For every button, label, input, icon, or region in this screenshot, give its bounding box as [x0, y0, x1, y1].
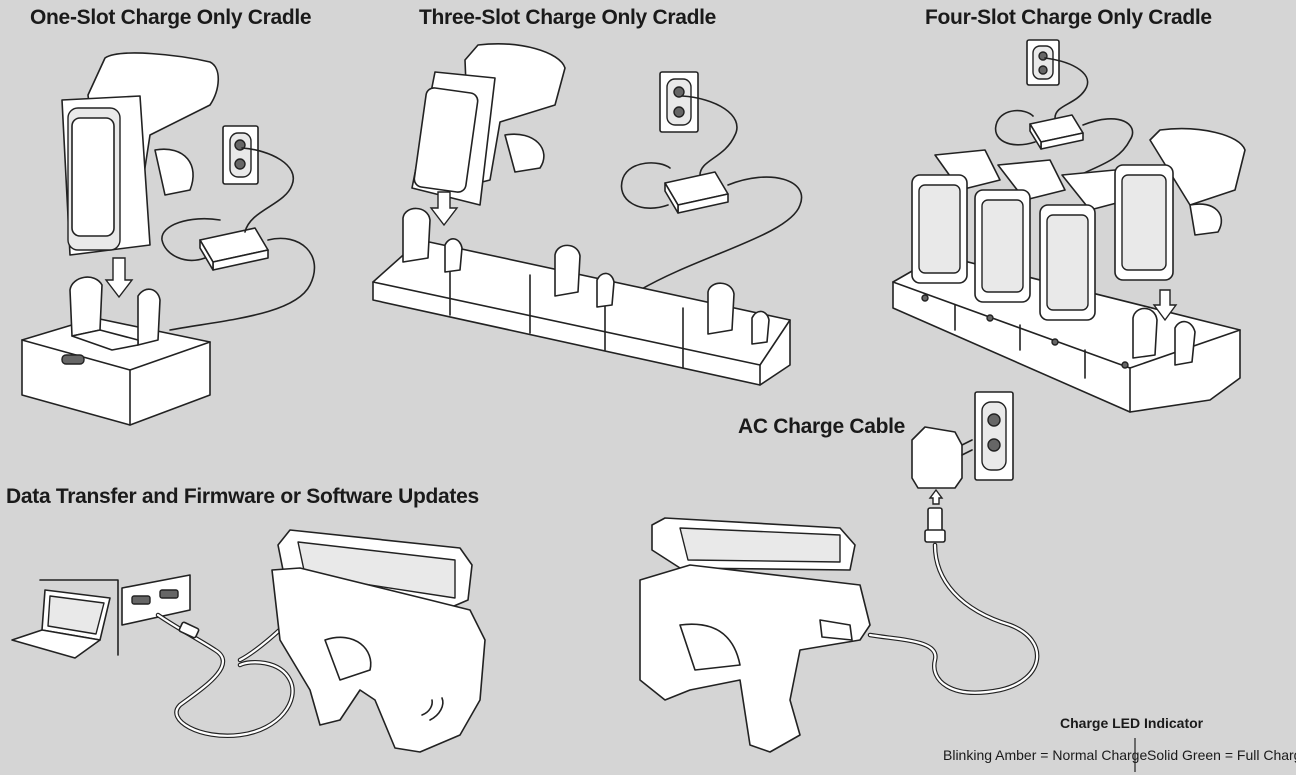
laptop-icon [11, 589, 111, 659]
title-one-slot-cradle: One-Slot Charge Only Cradle [30, 6, 312, 29]
title-data-transfer: Data Transfer and Firmware or Software U… [6, 485, 479, 508]
down-arrow-icon [1152, 289, 1178, 322]
three-slot-cradle-illustration [372, 43, 803, 386]
up-arrow-icon [928, 488, 944, 505]
one-slot-scanner [61, 52, 220, 256]
wall-outlet-icon [222, 125, 259, 185]
power-adapter-icon [911, 426, 973, 489]
charge-led-title: Charge LED Indicator [1060, 715, 1204, 731]
four-slot-cradle-illustration [892, 39, 1246, 413]
wall-outlet-icon [659, 71, 699, 133]
title-ac-charge-cable: AC Charge Cable [738, 415, 906, 438]
data-transfer-sled [271, 529, 486, 753]
one-slot-base [21, 276, 211, 426]
ac-cable-sled [639, 517, 871, 753]
data-transfer-illustration [11, 529, 486, 753]
wall-outlet-icon [1026, 39, 1060, 86]
power-adapter-icon [199, 227, 269, 271]
title-three-slot-cradle: Three-Slot Charge Only Cradle [419, 6, 717, 29]
title-four-slot-cradle: Four-Slot Charge Only Cradle [925, 6, 1212, 29]
wall-outlet-icon [974, 391, 1014, 481]
led-blinking-amber: Blinking Amber = Normal Charge [943, 747, 1148, 763]
down-arrow-icon [429, 191, 459, 227]
power-adapter-icon [664, 171, 729, 214]
led-solid-green: Solid Green = Full Charge [1147, 747, 1296, 763]
usb-cable-icon [924, 507, 946, 543]
down-arrow-icon [104, 257, 134, 299]
one-slot-cradle-illustration [21, 52, 316, 426]
three-slot-scanner [411, 43, 566, 206]
three-slot-base [372, 207, 791, 386]
power-adapter-icon [1029, 114, 1084, 150]
four-slot-devices [911, 127, 1246, 321]
ac-charge-cable-illustration [639, 391, 1040, 753]
